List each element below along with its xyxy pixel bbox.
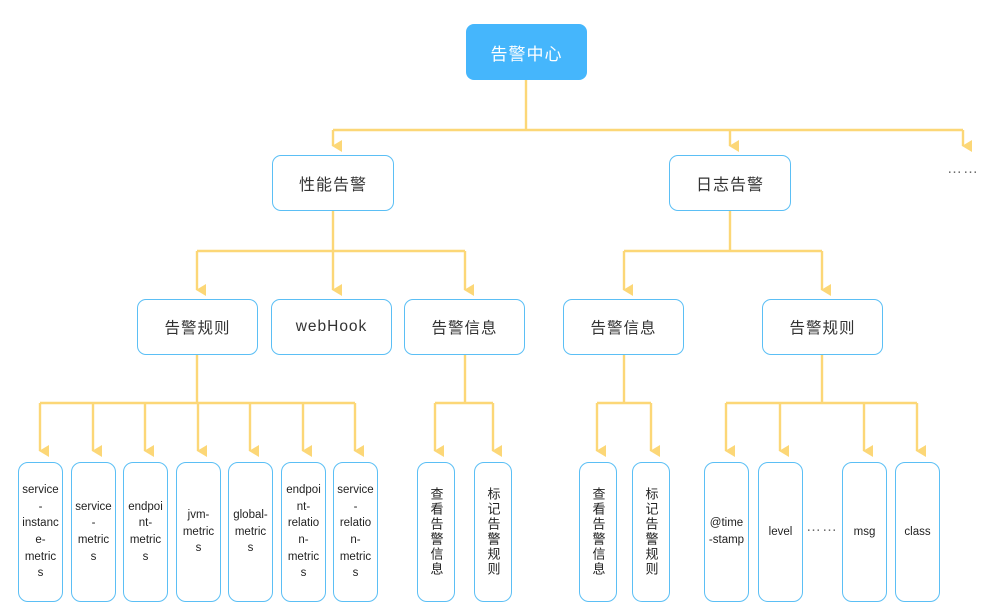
leaf-node-label: jvm-metrics	[182, 508, 215, 555]
leaf-node-view-alarm-info-log[interactable]: 查看告警信息	[579, 462, 617, 602]
branch-ellipsis: ……	[947, 160, 979, 177]
leaf-ellipsis: ……	[806, 518, 838, 535]
leaf-node-level[interactable]: level	[758, 462, 803, 602]
leaf-node-timestamp[interactable]: @time-stamp	[704, 462, 749, 602]
leaf-node-endpoint-metrics[interactable]: endpoint-metrics	[123, 462, 168, 602]
branch-node-label: 日志告警	[695, 177, 764, 194]
leaf-node-global-metrics[interactable]: global-metrics	[228, 462, 273, 602]
sub-node-alarm-info-performance[interactable]: 告警信息	[404, 299, 525, 355]
leaf-node-label: msg	[853, 525, 876, 538]
leaf-node-label: @time-stamp	[708, 517, 745, 546]
sub-node-label: 告警信息	[590, 320, 657, 337]
leaf-node-msg[interactable]: msg	[842, 462, 887, 602]
leaf-node-view-alarm-info-performance[interactable]: 查看告警信息	[417, 462, 455, 602]
leaf-node-label: global-metrics	[233, 508, 268, 555]
leaf-node-label: endpoint-metrics	[128, 500, 163, 563]
leaf-node-label: level	[768, 525, 793, 538]
branch-node-label: 性能告警	[298, 177, 367, 194]
leaf-node-label: 标记告警规则	[485, 487, 501, 577]
leaf-node-label: endpoint-relation-metrics	[286, 483, 321, 580]
leaf-node-mark-alarm-rule-performance[interactable]: 标记告警规则	[474, 462, 512, 602]
leaf-node-label: service-relation-metrics	[337, 483, 374, 580]
leaf-node-label: 查看告警信息	[428, 487, 444, 577]
sub-node-alarm-rules-performance[interactable]: 告警规则	[137, 299, 258, 355]
leaf-node-mark-alarm-rule-log[interactable]: 标记告警规则	[632, 462, 670, 602]
sub-node-alarm-rules-log[interactable]: 告警规则	[762, 299, 883, 355]
branch-node-log-alarm[interactable]: 日志告警	[669, 155, 791, 211]
leaf-node-label: 查看告警信息	[590, 487, 606, 577]
leaf-node-service-relation-metrics[interactable]: service-relation-metrics	[333, 462, 378, 602]
leaf-node-label: service-metrics	[75, 500, 112, 563]
sub-node-alarm-info-log[interactable]: 告警信息	[563, 299, 684, 355]
root-node-alarm-center[interactable]: 告警中心	[466, 24, 587, 80]
sub-node-webhook[interactable]: webHook	[271, 299, 392, 355]
sub-node-label: 告警规则	[789, 320, 856, 337]
leaf-node-endpoint-relation-metrics[interactable]: endpoint-relation-metrics	[281, 462, 326, 602]
leaf-node-label: service-instance-metrics	[22, 483, 59, 580]
leaf-node-service-metrics[interactable]: service-metrics	[71, 462, 116, 602]
sub-node-label: webHook	[295, 318, 368, 335]
sub-node-label: 告警信息	[431, 320, 498, 337]
sub-node-label: 告警规则	[164, 320, 231, 337]
branch-node-performance-alarm[interactable]: 性能告警	[272, 155, 394, 211]
leaf-node-jvm-metrics[interactable]: jvm-metrics	[176, 462, 221, 602]
leaf-node-class[interactable]: class	[895, 462, 940, 602]
root-node-label: 告警中心	[490, 44, 563, 64]
leaf-node-label: 标记告警规则	[643, 487, 659, 577]
leaf-node-service-instance-metrics[interactable]: service-instance-metrics	[18, 462, 63, 602]
leaf-node-label: class	[904, 525, 931, 538]
